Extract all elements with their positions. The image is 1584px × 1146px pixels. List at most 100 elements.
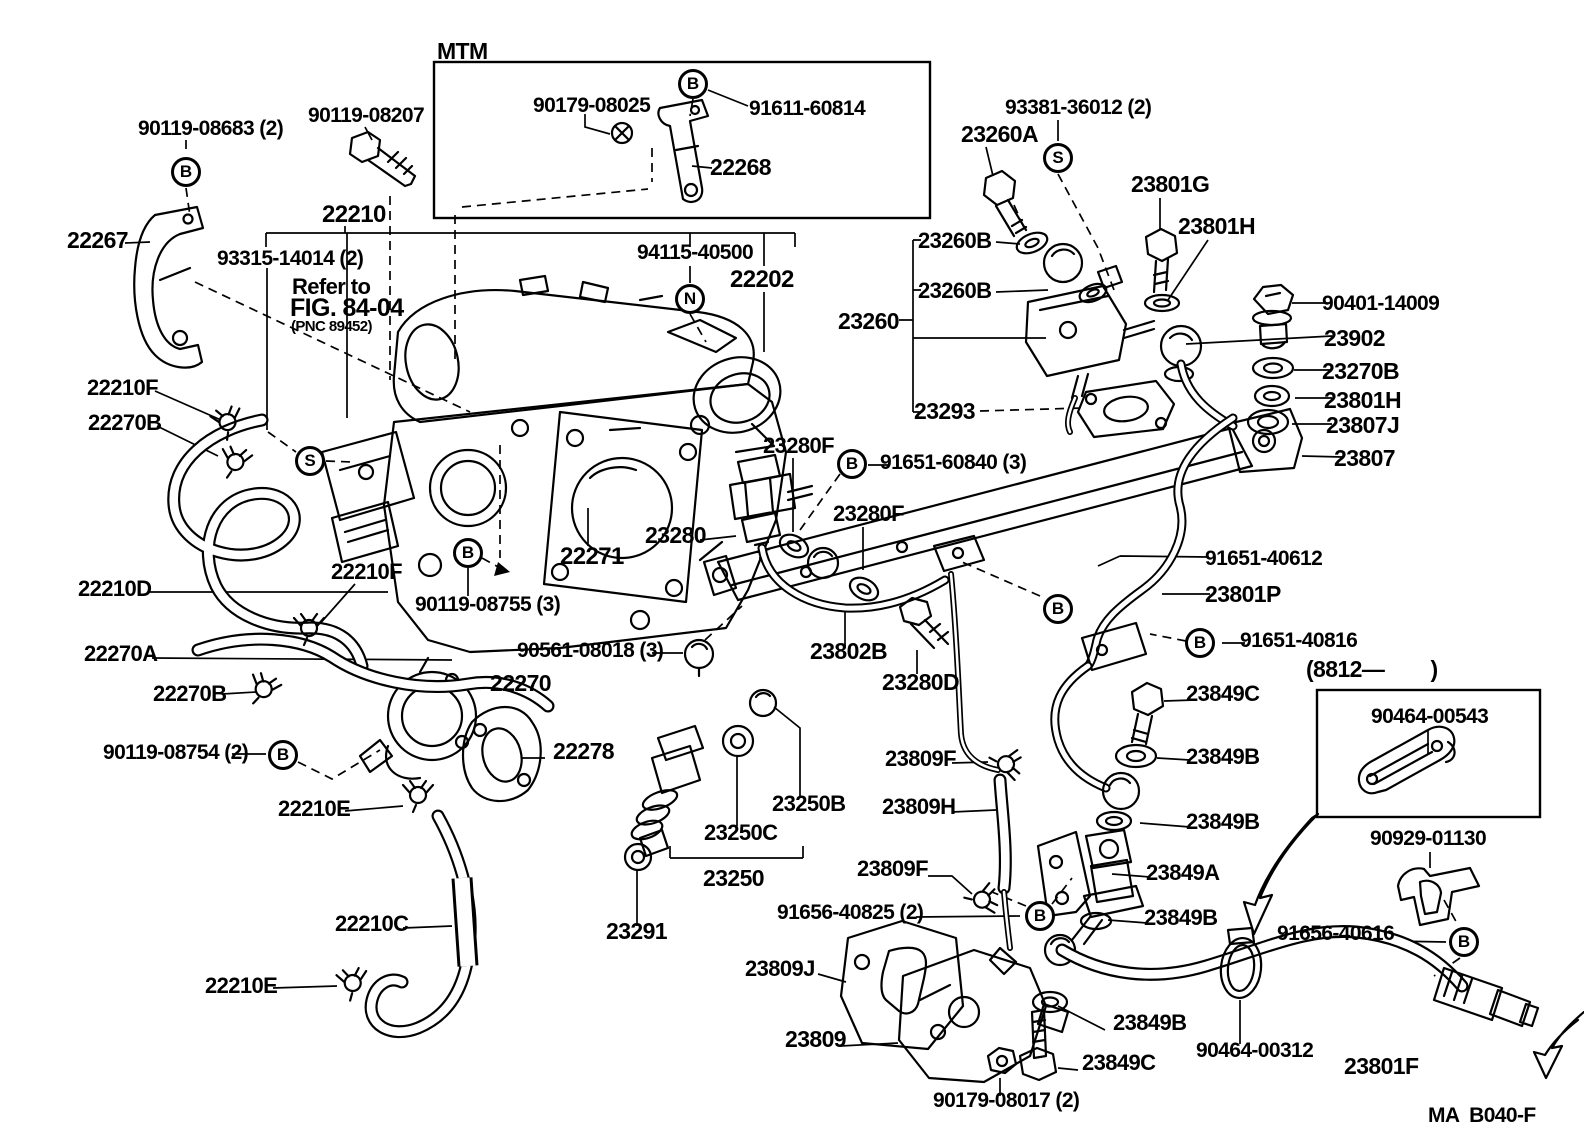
part-label: 23849C (1186, 681, 1260, 706)
part-label: 23250B (772, 791, 846, 816)
part-label: 93381-36012 (2) (1005, 96, 1152, 119)
part-label: 23280 (645, 522, 707, 548)
gasket-23809J (839, 919, 965, 1051)
part-label: 23801P (1205, 581, 1281, 607)
part-label: 90119-08207 (308, 104, 425, 127)
part-label: 94115-40500 (637, 241, 754, 264)
part-label: 90119-08754 (2) (103, 741, 249, 764)
hose-clamp-90464-00312 (1219, 926, 1263, 1000)
part-label: 91611-60814 (749, 97, 866, 120)
part-label: 90179-08017 (2) (933, 1089, 1080, 1112)
part-label: 22268 (710, 154, 772, 180)
part-label: 90119-08755 (3) (415, 593, 561, 616)
part-label: 22210E (278, 796, 351, 821)
part-label: 22267 (67, 227, 129, 253)
gasket-22278 (462, 706, 542, 803)
part-label: 23809H (882, 794, 956, 819)
part-label: 22270 (490, 670, 552, 696)
callout-circle-s: S (1043, 143, 1073, 173)
part-label: 23291 (606, 918, 668, 944)
part-label: 22210F (331, 559, 403, 584)
part-label: 91651-40612 (1205, 547, 1323, 570)
callout-circle-n: N (675, 284, 705, 314)
throttle-body (320, 274, 788, 654)
part-label: 23270B (1322, 358, 1400, 384)
gasket-22271 (542, 410, 704, 604)
callout-circle-b: B (268, 740, 298, 770)
bracket-22268 (657, 98, 710, 204)
callout-circle-b: B (453, 538, 483, 568)
part-label: 22202 (730, 266, 794, 293)
part-label: 22210C (335, 911, 409, 936)
part-label: 22278 (553, 738, 615, 764)
injector-23250 (623, 688, 778, 872)
part-label: 23849B (1144, 905, 1218, 930)
callout-circle-b: B (1185, 628, 1215, 658)
mtm-inset-box (432, 60, 932, 220)
gasket-23293 (1076, 379, 1176, 439)
callout-circle-b: B (1449, 927, 1479, 957)
callout-circle-s: S (295, 446, 325, 476)
union-fittings-column (1246, 283, 1295, 436)
part-label: 23801G (1131, 171, 1210, 197)
part-label: 22210 (322, 201, 386, 228)
part-label: 23260B (918, 278, 992, 303)
callout-circle-b: B (1025, 901, 1055, 931)
part-label: 22270B (88, 410, 162, 435)
part-label: 23280D (882, 669, 960, 695)
part-label: 23260 (838, 308, 900, 334)
part-label: 90464-00543 (1371, 705, 1489, 728)
part-label: 90561-08018 (3) (517, 639, 664, 662)
part-label: 23809F (857, 856, 929, 881)
bolt-23801G (1143, 227, 1181, 313)
part-label: 23809J (745, 956, 815, 981)
part-label: 23849A (1146, 860, 1220, 885)
part-label: 22210E (205, 973, 278, 998)
bracket-22267 (133, 205, 205, 369)
fuel-hose-23801F (1055, 866, 1540, 1028)
part-label: 23807 (1334, 445, 1396, 471)
clamp-90464-00543 (1357, 725, 1456, 795)
bracket-90929-01130 (1396, 866, 1481, 927)
part-label: 90464-00312 (1196, 1039, 1314, 1062)
dashpot-22202 (666, 318, 782, 454)
part-label: 91656-40616 (1277, 922, 1395, 945)
part-label: 23809 (785, 1026, 847, 1052)
leader-lines (124, 89, 1447, 1096)
part-label: 23801H (1178, 213, 1256, 239)
dashed-lines (185, 98, 1461, 977)
part-label: 23902 (1324, 325, 1386, 351)
part-label: 91651-40816 (1240, 629, 1358, 652)
part-label: 90929-01130 (1370, 827, 1487, 850)
part-label: 23849B (1186, 744, 1260, 769)
callout-circle-b: B (1043, 594, 1073, 624)
part-label: 93315-14014 (2) (217, 247, 364, 270)
pump-assembly-23809 (839, 571, 1070, 1084)
part-label: 23849B (1186, 809, 1260, 834)
part-label: 23280F (763, 433, 835, 458)
part-label: MTM (437, 38, 488, 64)
part-label: 22271 (560, 543, 624, 570)
part-label: 23807J (1326, 412, 1400, 438)
part-label: 23250C (704, 820, 778, 845)
part-label: 23250 (703, 865, 765, 891)
part-label: 23849B (1113, 1010, 1187, 1035)
part-label: 22210F (87, 375, 159, 400)
part-label: 22270B (153, 681, 227, 706)
callout-circle-b: B (678, 69, 708, 99)
part-label: MA B040-F (1428, 1104, 1536, 1127)
part-label: (PNC 89452) (291, 318, 373, 335)
vsv-assembly-23260 (982, 169, 1181, 439)
pointer-arrows (1242, 812, 1584, 1080)
part-label: 23809F (885, 746, 957, 771)
part-label: 22270A (84, 641, 158, 666)
date-inset-box (1315, 688, 1542, 819)
bolt-23280D (898, 596, 950, 650)
part-label: FIG. 84-04 (290, 294, 404, 322)
part-label: 23802B (810, 638, 888, 664)
part-label: 91651-60840 (3) (880, 451, 1027, 474)
part-label: 23260A (961, 121, 1039, 147)
callout-circle-b: B (837, 449, 867, 479)
callout-circle-b: B (171, 157, 201, 187)
throttle-position-sensor (320, 430, 416, 564)
